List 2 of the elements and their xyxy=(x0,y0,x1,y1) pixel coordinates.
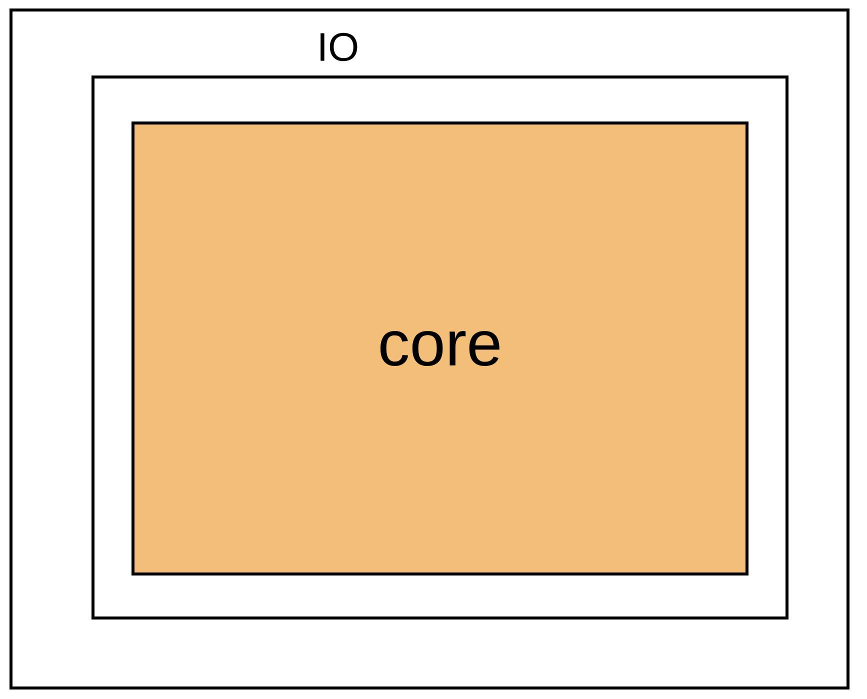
box-label: core xyxy=(380,330,500,366)
frame-label: IO xyxy=(320,32,358,62)
